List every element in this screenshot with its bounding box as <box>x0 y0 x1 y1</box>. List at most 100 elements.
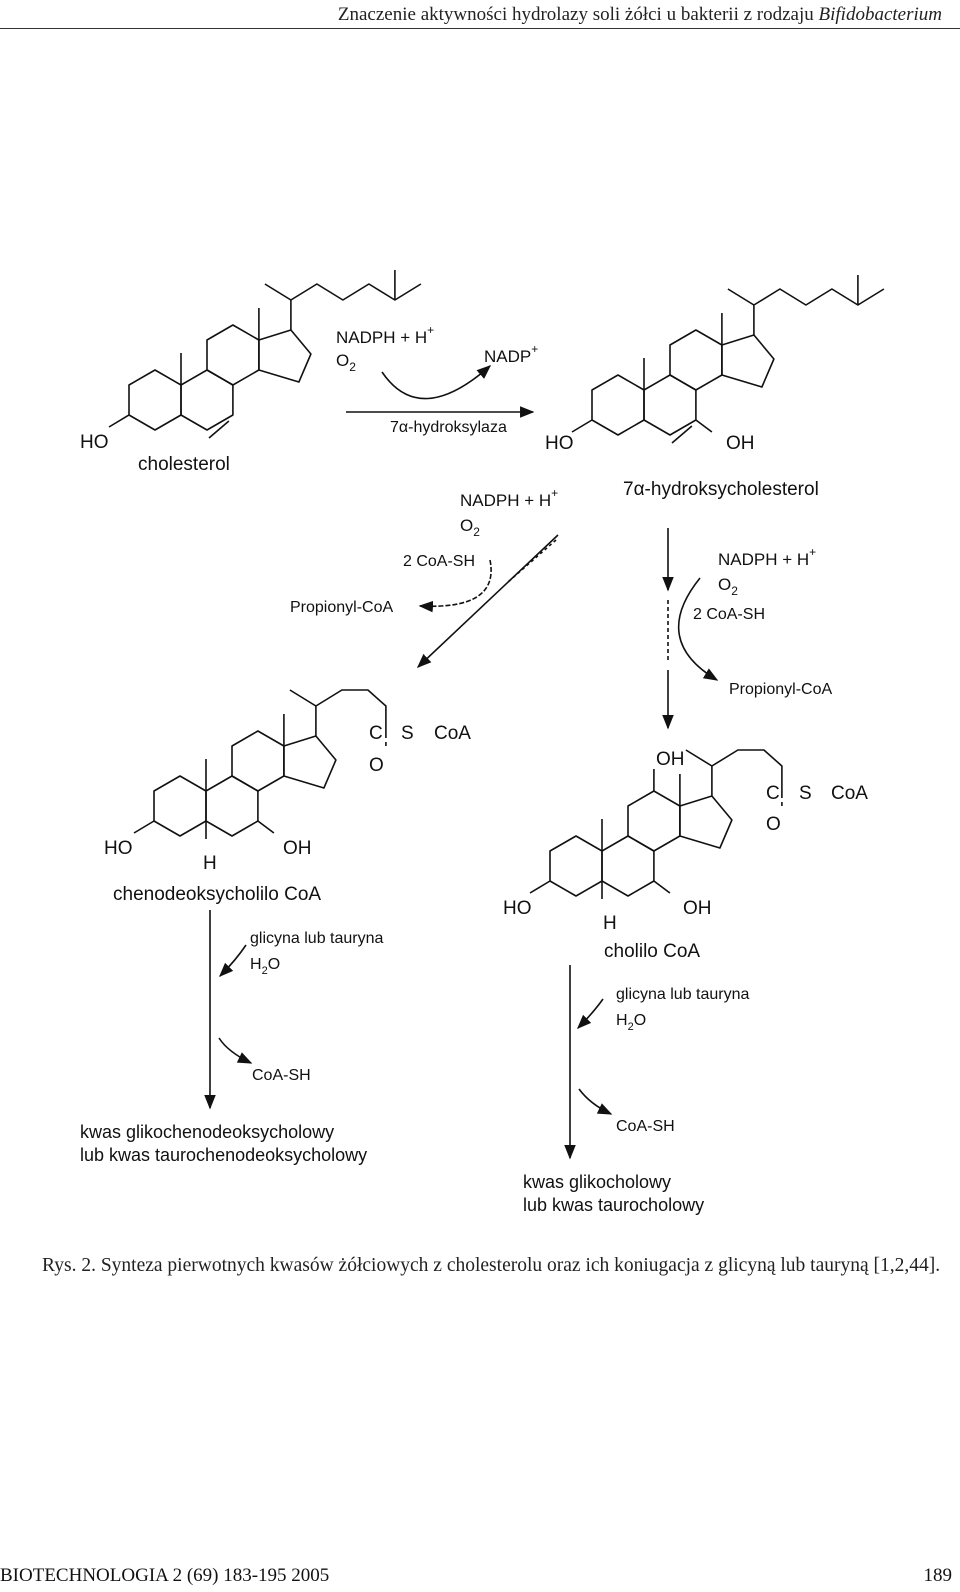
cholyl-ring-d <box>679 795 733 849</box>
cofactor-curve-top <box>381 365 492 400</box>
hydroxycholesterol-ring-c <box>669 329 723 391</box>
reaction-arrows <box>204 365 719 1160</box>
coash-curve-left-out <box>218 1037 253 1064</box>
label-nadp: NADP+ <box>484 342 538 366</box>
hydroxycholesterol-ring-a <box>591 374 645 436</box>
label-ho-chol-right: HO <box>503 898 532 919</box>
label-acid-left-1: kwas glikochenodeoksycholowy <box>80 1122 334 1142</box>
label-propionyl-left: Propionyl-CoA <box>290 599 393 616</box>
label-cholesterol: cholesterol <box>138 454 230 475</box>
footer-journal: BIOTECHNOLOGIA 2 (69) 183-195 2005 <box>0 1565 330 1586</box>
cholesterol-ring-d <box>258 329 312 383</box>
label-coa-right: CoA <box>831 783 868 804</box>
label-glycine-right: glicyna lub tauryna <box>616 986 750 1003</box>
figure-caption: Rys. 2. Synteza pierwotnych kwasów żółci… <box>42 1255 941 1276</box>
arrow-to-chenodeoxycholyl <box>416 534 559 668</box>
hydroxycholesterol-ring-d-base <box>722 330 774 390</box>
chenodeoxycholyl-ring-d-base <box>284 731 336 791</box>
cholesterol-double-bond <box>208 420 230 439</box>
cholesterol-side-chain <box>290 283 422 330</box>
label-o-left: O <box>369 755 384 776</box>
dashed-arrow-left-top <box>507 539 557 583</box>
chenodeoxycholyl-ring-c <box>231 730 285 792</box>
steroid-structures <box>108 270 885 899</box>
cholyl-ring-c <box>627 790 681 852</box>
header-title: Znaczenie aktywności hydrolazy soli żółc… <box>337 4 814 25</box>
glycine-curve-left-in <box>218 944 247 978</box>
label-2coash-right: 2 CoA-SH <box>693 606 765 623</box>
cholyl-methyl-21 <box>685 749 713 767</box>
chenodeoxycholyl-ring-a <box>153 775 207 837</box>
label-o2-top: O2 <box>336 351 356 374</box>
chenodeoxycholyl-side-chain <box>315 689 387 738</box>
header-rule <box>0 28 960 29</box>
label-acid-left-2: lub kwas taurochenodeoksycholowy <box>80 1145 367 1165</box>
label-c-left: C <box>369 723 383 744</box>
page-number: 189 <box>923 1565 953 1586</box>
label-acid-right-1: kwas glikocholowy <box>523 1172 671 1192</box>
label-h-cheno: H <box>203 853 217 874</box>
cholyl-ring-d-base <box>680 791 732 851</box>
label-c-right: C <box>766 783 780 804</box>
label-o2-left: O2 <box>460 516 480 539</box>
hydroxycholesterol-ring-d <box>721 334 775 388</box>
label-h-chol-right: H <box>603 913 617 934</box>
cholyl-ring-a <box>549 835 603 897</box>
cholesterol-c3-bond <box>108 414 130 428</box>
hydroxycholesterol-c3-bond <box>571 419 593 433</box>
label-oh-7a: OH <box>726 433 755 454</box>
running-header: Znaczenie aktywności hydrolazy soli żółc… <box>0 4 942 26</box>
glycine-curve-right-in <box>576 998 604 1030</box>
label-nadph-top: NADPH + H+ <box>336 323 434 347</box>
hydroxycholesterol-double-bond <box>671 425 693 444</box>
cholesterol-ring-c <box>206 324 260 386</box>
label-o-right: O <box>766 814 781 835</box>
chenodeoxycholyl-ring-d <box>283 735 337 789</box>
label-coash-right: CoA-SH <box>616 1118 675 1135</box>
chenodeoxycholyl-c3-bond <box>133 820 155 834</box>
label-s-left: S <box>401 723 414 744</box>
cholyl-side-chain <box>711 749 783 798</box>
bile-acid-synthesis-figure: HO cholesterol NADPH + H+ O2 NADP+ 7α-hy… <box>80 270 885 1215</box>
hydroxycholesterol-ring-b <box>643 374 697 436</box>
label-ho-7a: HO <box>545 433 574 454</box>
cholesterol-ring-d-base <box>259 325 311 385</box>
label-o2-right: O2 <box>718 575 738 598</box>
chenodeoxycholyl-methyl-21 <box>289 689 317 707</box>
label-cholyl-coa: cholilo CoA <box>604 941 700 962</box>
label-coa-left: CoA <box>434 723 471 744</box>
cholyl-c7-bond <box>653 880 671 894</box>
label-propionyl-right: Propionyl-CoA <box>729 681 832 698</box>
cholyl-ring-b <box>601 835 655 897</box>
header-genus: Bifidobacterium <box>818 4 942 25</box>
label-oh-chol-top: OH <box>656 749 685 770</box>
chenodeoxycholyl-ring-b <box>205 775 259 837</box>
cholesterol-methyl-21 <box>264 283 292 301</box>
label-acid-right-2: lub kwas taurocholowy <box>523 1195 704 1215</box>
label-ho-cheno: HO <box>104 838 133 859</box>
label-oh-cheno: OH <box>283 838 312 859</box>
label-s-right: S <box>799 783 812 804</box>
cholesterol-ring-b <box>180 369 234 431</box>
label-h2o-left: H2O <box>250 956 280 977</box>
label-ho-chol: HO <box>80 432 109 453</box>
hydroxycholesterol-side-chain <box>753 288 885 335</box>
label-2coash-left: 2 CoA-SH <box>403 553 475 570</box>
label-coash-left: CoA-SH <box>252 1067 311 1084</box>
cofactor-curve-left <box>418 559 492 613</box>
hydroxycholesterol-c7-bond <box>695 419 713 433</box>
label-enzyme: 7α-hydroksylaza <box>390 419 507 436</box>
label-glycine-left: glicyna lub tauryna <box>250 930 384 947</box>
label-nadph-left: NADPH + H+ <box>460 486 558 510</box>
cholesterol-ring-a <box>128 369 182 431</box>
hydroxycholesterol-methyl-21 <box>727 288 755 306</box>
label-nadph-right: NADPH + H+ <box>718 545 816 569</box>
label-7a-hydroxycholesterol: 7α-hydroksycholesterol <box>623 479 819 500</box>
label-oh-chol-right: OH <box>683 898 712 919</box>
cholyl-c3-bond <box>529 880 551 894</box>
label-h2o-right: H2O <box>616 1012 646 1033</box>
cofactor-curve-right <box>677 577 719 681</box>
coash-curve-right-out <box>578 1088 613 1115</box>
chenodeoxycholyl-c7-bond <box>257 820 275 834</box>
label-chenodeoxycholyl-coa: chenodeoksycholilo CoA <box>113 884 321 905</box>
